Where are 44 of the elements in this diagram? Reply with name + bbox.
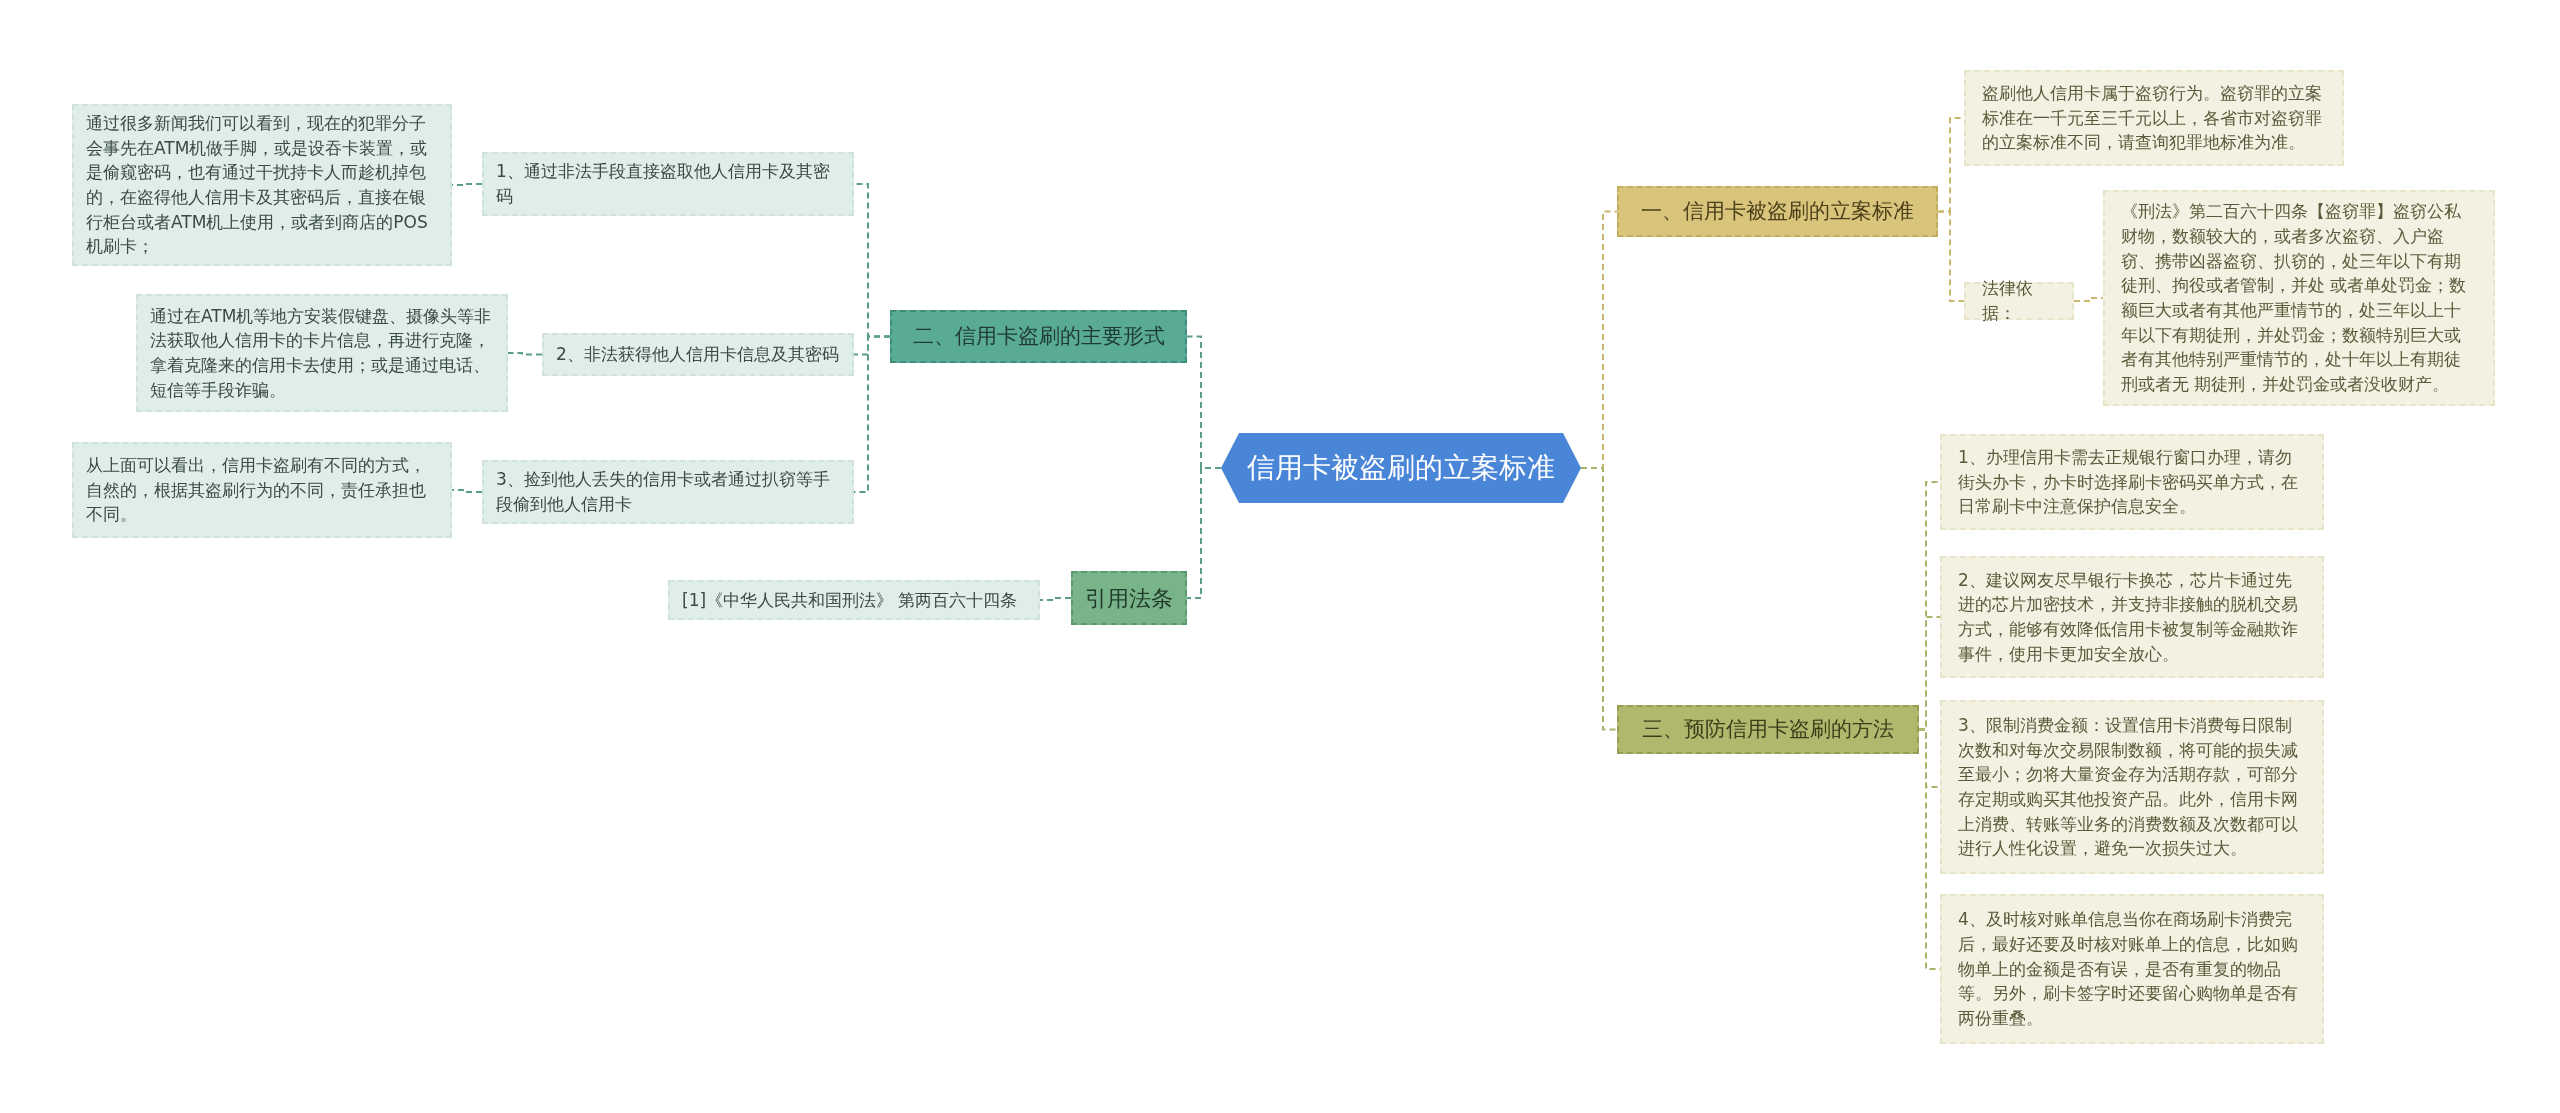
connector-line	[2073, 297, 2104, 302]
node-text: 信用卡被盗刷的立案标准	[1247, 450, 1555, 486]
node-text: 1、通过非法手段直接盗取他人信用卡及其密码	[496, 160, 831, 208]
node-text: 引用法条	[1085, 584, 1173, 613]
node-text: 4、及时核对账单信息当你在商场刷卡消费完后，最好还要及时核对账单上的信息，比如购物单上的金额是否有误，是否有重复的物品等。另外，刷卡签字时还要留心购物单是否有两份重叠。	[1958, 908, 2299, 1030]
note-box	[72, 442, 452, 538]
note-box	[542, 333, 854, 376]
node-text: 2、非法获得他人信用卡信息及其密码	[556, 343, 840, 367]
note-box	[1940, 434, 2324, 530]
note-box	[482, 152, 854, 216]
node-text: 《刑法》第二百六十四条【盗窃罪】盗窃公私财物，数额较大的，或者多次盗窃、入户盗窃、携带凶器盗窃、扒窃的，处三年以下有期徒刑、拘役或者管制，并处 或者单处罚金；数额巨大或者有其他严重情节的，处三年以上十年以下有期徒刑，并处罚金；数额特别巨大或者有其他特别严重情节的，处十年以上有期徒刑或者无 期徒刑，并处罚金或者没收财产。	[2121, 200, 2468, 396]
connector-line	[1937, 210, 1965, 302]
note-box	[1940, 556, 2324, 678]
branch-box	[1617, 186, 1938, 237]
node-text: 盗刷他人信用卡属于盗窃行为。盗窃罪的立案标准在一千元至三千元以上，各省市对盗窃罪的立案标准不同，请查询犯罪地标准为准。	[1982, 82, 2323, 155]
note-box	[1964, 70, 2344, 166]
note-box	[668, 580, 1040, 620]
node-text: 通过在ATM机等地方安装假键盘、摄像头等非法获取他人信用卡的卡片信息，再进行克隆，拿着克隆来的信用卡去使用；或是通过电话、短信等手段诈骗。	[150, 304, 493, 402]
note-box	[482, 460, 854, 524]
note-box	[2103, 190, 2495, 406]
node-text: 3、限制消费金额：设置信用卡消费每日限制次数和对每次交易限制数额，将可能的损失减至最小；勿将大量资金存为活期存款，可部分存定期或购买其他投资产品。此外，信用卡网上消费、转账等业务的消费数额及次数都可以进行人性化设置，避免一次损失过大。	[1958, 714, 2299, 861]
node-text: 通过很多新闻我们可以看到，现在的犯罪分子会事先在ATM机做手脚，或是设吞卡装置，或是偷窥密码，也有通过干扰持卡人而趁机掉包的，在盗得他人信用卡及其密码后，直接在银行柜台或者ATM机上使用，或者到商店的POS机刷卡；	[86, 112, 429, 259]
node-text: 法律依据：	[1982, 277, 2034, 325]
branch-box	[1617, 705, 1919, 754]
connector-line	[1580, 467, 1618, 731]
node-text: 2、建议网友尽早银行卡换芯，芯片卡通过先进的芯片加密技术，并支持非接触的脱机交易方式，能够有效降低信用卡被复制等金融欺诈事件，使用卡更加安全放心。	[1958, 568, 2299, 666]
branch-box	[1071, 571, 1187, 625]
note-box	[72, 104, 452, 266]
node-text: 3、捡到他人丢失的信用卡或者通过扒窃等手段偷到他人信用卡	[496, 468, 831, 516]
note-box	[1940, 700, 2324, 874]
node-text: 从上面可以看出，信用卡盗刷有不同的方式，自然的，根据其盗刷行为的不同，责任承担也不同。	[86, 454, 427, 527]
note-box	[1964, 282, 2074, 320]
branch-box	[890, 310, 1187, 363]
connector-line	[507, 352, 543, 356]
connector-line	[1186, 467, 1222, 599]
node-text: 1、办理信用卡需去正规银行窗口办理，请勿街头办卡，办卡时选择刷卡密码买单方式，在日常刷卡中注意保护信息安全。	[1958, 446, 2299, 519]
node-text: 三、预防信用卡盗刷的方法	[1642, 715, 1894, 743]
note-box	[1940, 894, 2324, 1044]
node-text: 一、信用卡被盗刷的立案标准	[1641, 197, 1914, 225]
connector-line	[1039, 597, 1072, 601]
note-box	[136, 294, 508, 412]
connector-line	[451, 489, 483, 493]
node-text: [1]《中华人民共和国刑法》 第两百六十四条	[682, 588, 1019, 612]
node-text: 二、信用卡盗刷的主要形式	[912, 322, 1165, 350]
